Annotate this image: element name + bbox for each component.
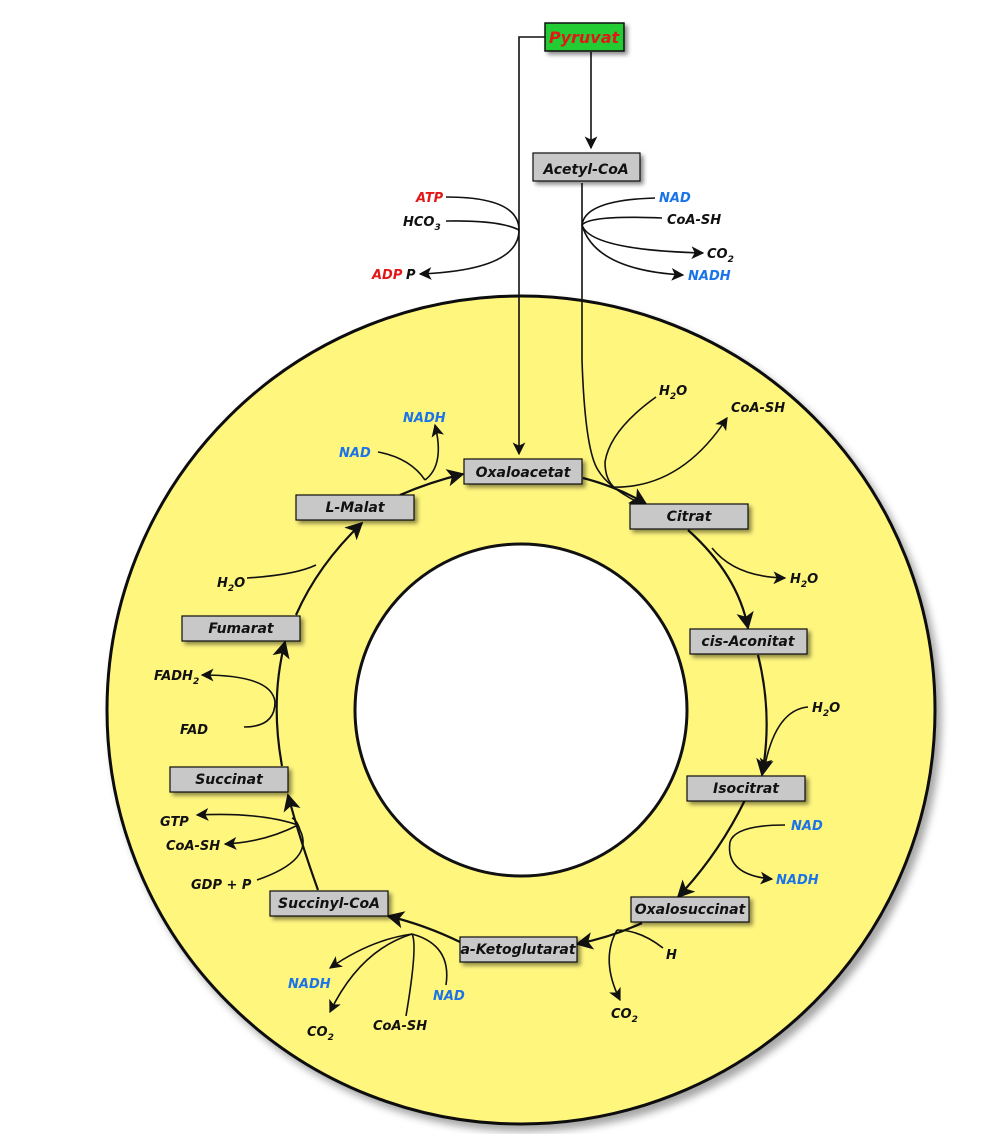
citrat-box <box>629 503 749 530</box>
inner-hole <box>353 542 689 878</box>
acon-h2o-out-label: H2O <box>790 572 818 590</box>
arrow-oxalosuccinat-ketoglutarat <box>575 922 643 950</box>
cs-coash-label: CoA-SH <box>731 401 785 416</box>
side-kg-co2-out <box>329 933 413 1014</box>
fumarat-label: Fumarat <box>208 621 275 637</box>
arrow-citrat-cisaconitat <box>687 529 754 630</box>
succinylcoa-box <box>269 890 389 917</box>
ketoglutarat-label: a-Ketoglutarat <box>460 942 576 958</box>
side-adp-out <box>418 229 520 280</box>
side-mal-nad-in <box>377 451 426 481</box>
side-pdh-nad-in <box>581 197 656 226</box>
arrow-lmalat-oxaloacetat <box>399 469 465 497</box>
acetylcoa-box <box>532 152 641 182</box>
arrow-fumarat-lmalat <box>294 521 364 616</box>
pdh-co2-label: CO2 <box>707 247 734 265</box>
side-gdp-in <box>256 817 304 881</box>
pdh-coash-label: CoA-SH <box>667 213 721 228</box>
side-pdh-coash-in <box>581 216 663 226</box>
side-fad-in <box>243 701 276 728</box>
lmalat-box <box>295 494 415 521</box>
adp-label: ADP <box>371 268 403 283</box>
side-cs-coash-out <box>609 416 728 488</box>
kg-nad-label: NAD <box>433 989 465 1004</box>
gdp-label: GDP + P <box>191 878 252 893</box>
oxaloacetat-box <box>463 458 583 485</box>
line-pyruvat-oxaloacetat <box>512 36 545 456</box>
side-mal-nadh-out <box>424 423 445 481</box>
oxalosuccinat-label: Oxalosuccinat <box>635 902 747 918</box>
pyruvat-label: Pyruvat <box>549 28 621 47</box>
arrow-succinylcoa-succinat <box>283 793 320 891</box>
ox-co2-label: CO2 <box>611 1007 638 1025</box>
arrow-isocitrat-oxalosuccinat <box>676 799 746 899</box>
kg-nadh-label: NADH <box>288 977 331 992</box>
arrow-succinat-fumarat <box>272 640 290 767</box>
pyruvat-node <box>544 22 625 52</box>
cs-h2o-label: H2O <box>659 384 687 402</box>
atp-label: ATP <box>415 191 444 206</box>
side-acon-h2o-in <box>759 706 809 772</box>
idh-nadh-label: NADH <box>776 873 819 888</box>
cisaconitat-label: cis-Aconitat <box>701 634 795 650</box>
p-label: P <box>406 268 416 283</box>
side-kg-nadh-out <box>328 933 413 969</box>
lmalat-label: L-Malat <box>325 500 385 516</box>
isocitrat-box <box>686 775 806 802</box>
cisaconitat-box <box>689 628 808 655</box>
side-ox-h-in <box>616 929 664 949</box>
side-fadh2-out <box>200 668 276 703</box>
mal-nadh-label: NADH <box>403 411 446 426</box>
pdh-nad-label: NAD <box>659 191 691 206</box>
line-acetylcoa-citrat <box>581 183 647 507</box>
oxaloacetat-label: Oxaloacetat <box>476 465 572 481</box>
kg-co2-label: CO2 <box>307 1025 334 1043</box>
fum-h2o-label: H2O <box>217 576 245 594</box>
side-kg-nad-in <box>411 933 448 986</box>
ox-h-label: H <box>666 948 677 963</box>
acon-h2o-in-label: H2O <box>812 701 840 719</box>
oxalosuccinat-box <box>630 896 750 923</box>
side-acon-h2o-out <box>711 547 787 585</box>
side-atp-in <box>445 196 520 231</box>
side-sc-coash-out <box>223 824 299 850</box>
acetylcoa-label: Acetyl-CoA <box>542 162 628 178</box>
succinat-box <box>169 766 289 793</box>
side-gtp-out <box>195 808 299 826</box>
side-cs-h2o-in <box>604 396 657 489</box>
gtp-label: GTP <box>160 815 189 830</box>
side-hco3-in <box>445 220 520 231</box>
fumarat-box <box>181 615 301 642</box>
fad-label: FAD <box>180 723 208 738</box>
fadh2-label: FADH2 <box>154 669 199 687</box>
side-fum-h2o-in <box>246 564 317 579</box>
hco3-label: HCO3 <box>403 215 441 233</box>
side-pdh-co2-out <box>581 224 705 260</box>
side-pdh-nadh-out <box>581 224 685 281</box>
succinylcoa-label: Succinyl-CoA <box>278 896 380 912</box>
idh-nad-label: NAD <box>791 819 823 834</box>
side-idh-nadh-out <box>728 841 774 885</box>
arrow-ketoglutarat-succinylcoa <box>386 911 461 943</box>
pdh-nadh-label: NADH <box>688 269 731 284</box>
kg-coash-label: CoA-SH <box>373 1019 427 1034</box>
side-ox-co2-out <box>608 929 621 1002</box>
citrat-label: Citrat <box>667 509 713 525</box>
succinat-label: Succinat <box>195 772 264 788</box>
mal-nad-label: NAD <box>339 446 371 461</box>
side-kg-coash-in <box>405 933 415 1017</box>
ketoglutarat-box <box>459 936 578 963</box>
isocitrat-label: Isocitrat <box>713 781 780 797</box>
node-boxes <box>169 152 808 963</box>
side-idh-nad-in <box>729 824 786 843</box>
sc-coash-label: CoA-SH <box>166 839 220 854</box>
